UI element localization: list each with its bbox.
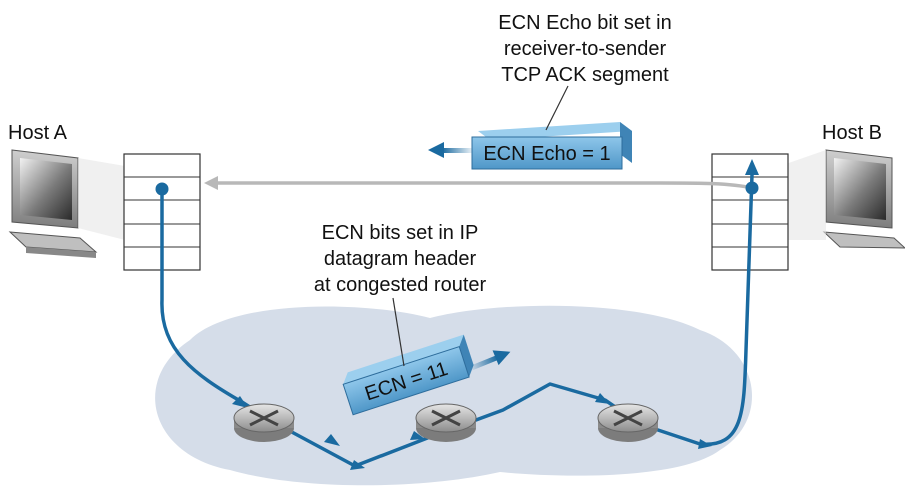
ack-return-arrow-icon	[204, 176, 218, 190]
ack-annotation-line-1: ECN Echo bit set in	[498, 12, 672, 34]
ip-callout-line	[392, 297, 405, 367]
host-a-computer-icon	[8, 149, 125, 258]
host-b-stack-dot	[745, 181, 759, 195]
ip-direction-arrow	[470, 350, 511, 371]
path-arrow-icon	[324, 434, 340, 446]
host-b-label: Host B	[822, 122, 883, 144]
router-2-icon	[415, 403, 477, 442]
path-arrow-icon	[232, 396, 248, 408]
ack-annotation-line-3: TCP ACK segment	[501, 64, 669, 86]
path-arrow-icon	[350, 460, 365, 470]
path-arrow-icon	[698, 439, 712, 449]
router-1-icon	[233, 403, 295, 442]
data-path-end-arrow-icon	[745, 159, 759, 175]
ip-annotation-line-3: at congested router	[313, 274, 487, 296]
path-arrow-icon	[410, 431, 425, 440]
ack-annotation-line-2: receiver-to-sender	[503, 38, 667, 60]
ip-annotation: ECN bits set in IP datagram header at co…	[290, 220, 510, 298]
ack-direction-arrow-tail	[442, 148, 472, 153]
network-cloud	[155, 305, 753, 486]
router-3-icon	[597, 403, 659, 442]
ip-direction-arrow-icon	[492, 350, 511, 366]
ip-annotation-line-2: datagram header	[323, 248, 477, 270]
host-a-stack-dot	[155, 182, 169, 196]
host-b-computer-icon	[780, 149, 905, 249]
ack-packet-text: ECN Echo = 1	[483, 143, 610, 165]
ack-annotation: ECN Echo bit set in receiver-to-sender T…	[470, 10, 700, 88]
path-arrow-icon	[595, 393, 610, 404]
host-a-label: Host A	[8, 122, 67, 144]
ip-annotation-line-1: ECN bits set in IP	[321, 222, 479, 244]
ack-packet: ECN Echo = 1	[471, 122, 632, 170]
ack-callout-line	[545, 85, 569, 131]
ack-direction-arrow-icon	[428, 142, 444, 158]
ack-return-path	[214, 181, 753, 190]
